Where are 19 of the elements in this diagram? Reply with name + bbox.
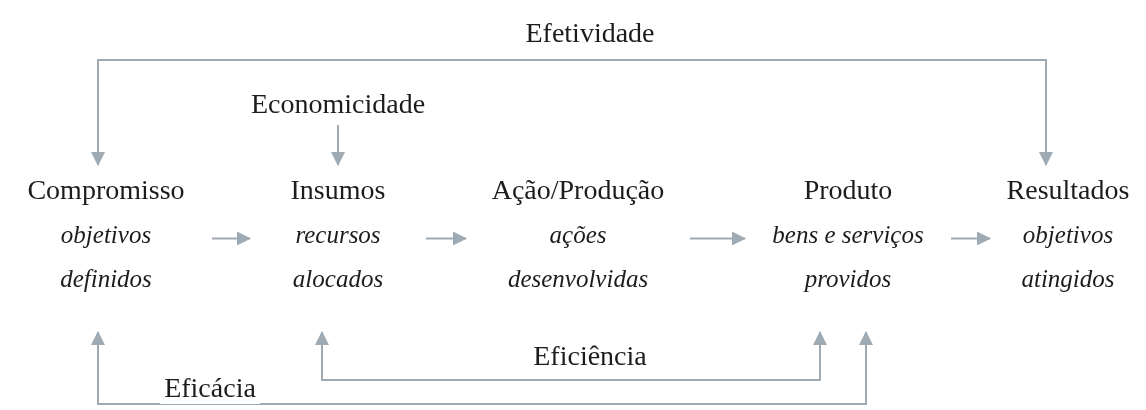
stage-description: recursos alocados [291,220,385,294]
indicator-label: Economicidade [250,87,426,121]
arrow [211,231,251,246]
stage-description: objetivos definidos [59,220,153,294]
stage-description: bens e serviços providos [771,220,925,294]
arrow [315,331,827,381]
stage-description: objetivos atingidos [1020,220,1116,294]
arrow [425,231,467,246]
arrow [950,231,991,246]
arrow [91,59,1053,166]
stage-title: Insumos [290,173,386,207]
stage-title: Ação/Produção [491,173,665,207]
arrow [689,231,746,246]
arrow [91,331,873,405]
stage-title: Resultados [1006,173,1130,207]
stage-title: Compromisso [27,173,185,207]
arrow [331,124,345,166]
stage-title: Produto [803,173,893,207]
stage-description: ações desenvolvidas [506,220,650,294]
